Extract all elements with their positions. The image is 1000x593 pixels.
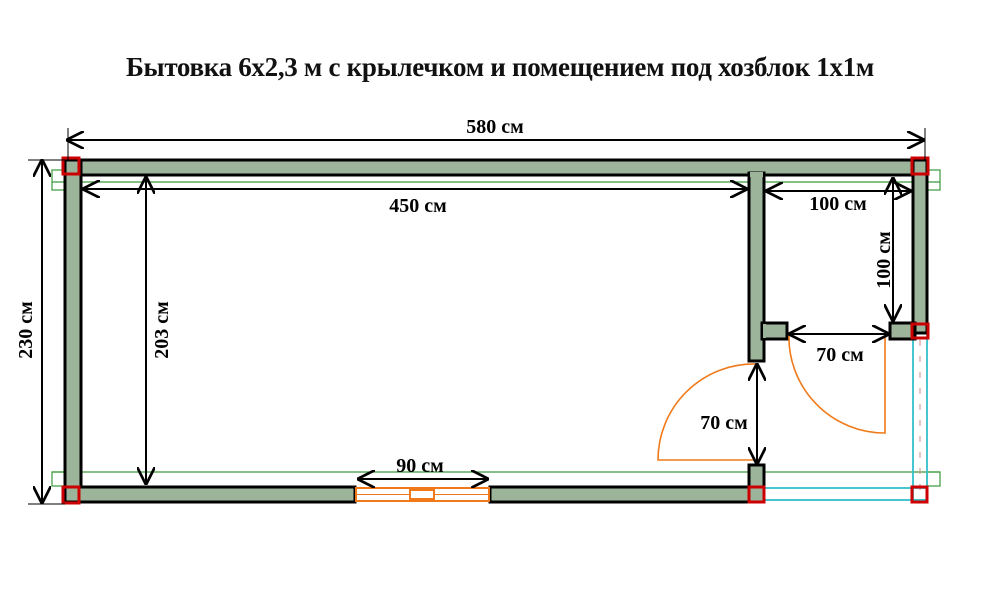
partition-stub — [760, 321, 789, 341]
dim-room-width: 203 см — [151, 301, 173, 359]
dimension-lines — [28, 128, 926, 505]
dim-storage-door: 70 см — [816, 344, 864, 366]
corner-posts — [61, 156, 930, 505]
wall-right — [911, 158, 929, 335]
dim-storage-width: 100 см — [809, 193, 867, 215]
wall-bottom-right — [488, 485, 766, 504]
guide-lines — [51, 169, 941, 487]
right-stub — [888, 321, 917, 341]
plan-title: Бытовка 6х2,3 м с крылечком и помещением… — [125, 52, 874, 82]
dim-room-length: 450 см — [389, 195, 447, 217]
wall-bottom-left — [63, 485, 357, 504]
walls — [63, 158, 929, 504]
wall-left — [63, 158, 83, 504]
window — [355, 487, 490, 502]
storage-door — [788, 332, 886, 434]
dim-entry-door: 70 см — [700, 412, 748, 434]
bottom-stub — [747, 463, 766, 504]
dim-total-width: 230 см — [15, 301, 37, 359]
wall-top — [63, 158, 929, 177]
dim-window: 90 см — [396, 455, 444, 477]
dim-total-length: 580 см — [466, 116, 524, 138]
entry-door — [657, 363, 758, 461]
dim-storage-depth: 100 см — [873, 231, 895, 289]
